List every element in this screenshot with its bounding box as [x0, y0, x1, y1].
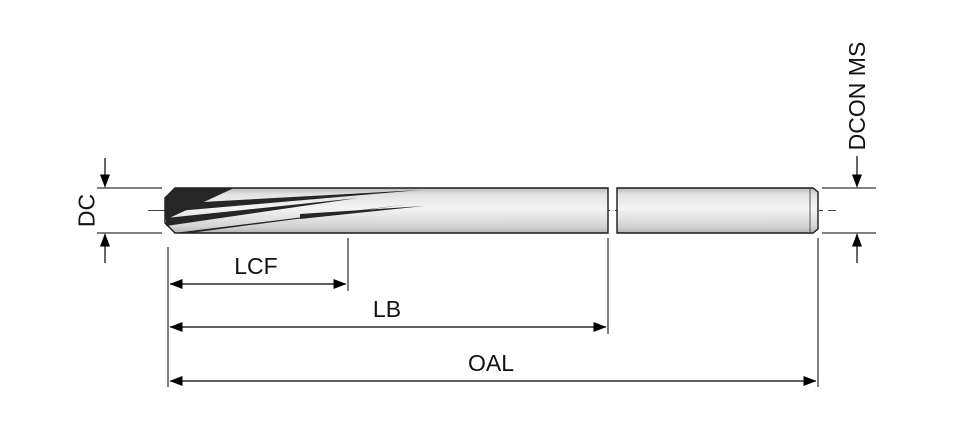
oal-label: OAL [468, 350, 514, 376]
flute-line [166, 190, 420, 212]
dcon-ms-label: DCON MS [844, 42, 870, 151]
dim-dcon-ms: DCON MS [822, 42, 876, 263]
dim-lb: LB [169, 238, 609, 334]
lb-label: LB [373, 296, 401, 322]
flute-line [166, 198, 358, 226]
flutes [165, 188, 424, 233]
lcf-label: LCF [234, 253, 277, 279]
dim-lcf: LCF [169, 238, 349, 291]
flute-runout [300, 206, 424, 219]
dim-dc: DC [74, 158, 162, 263]
reamer-shank [616, 187, 819, 234]
dim-oal: OAL [169, 238, 819, 387]
dc-label: DC [74, 194, 100, 227]
